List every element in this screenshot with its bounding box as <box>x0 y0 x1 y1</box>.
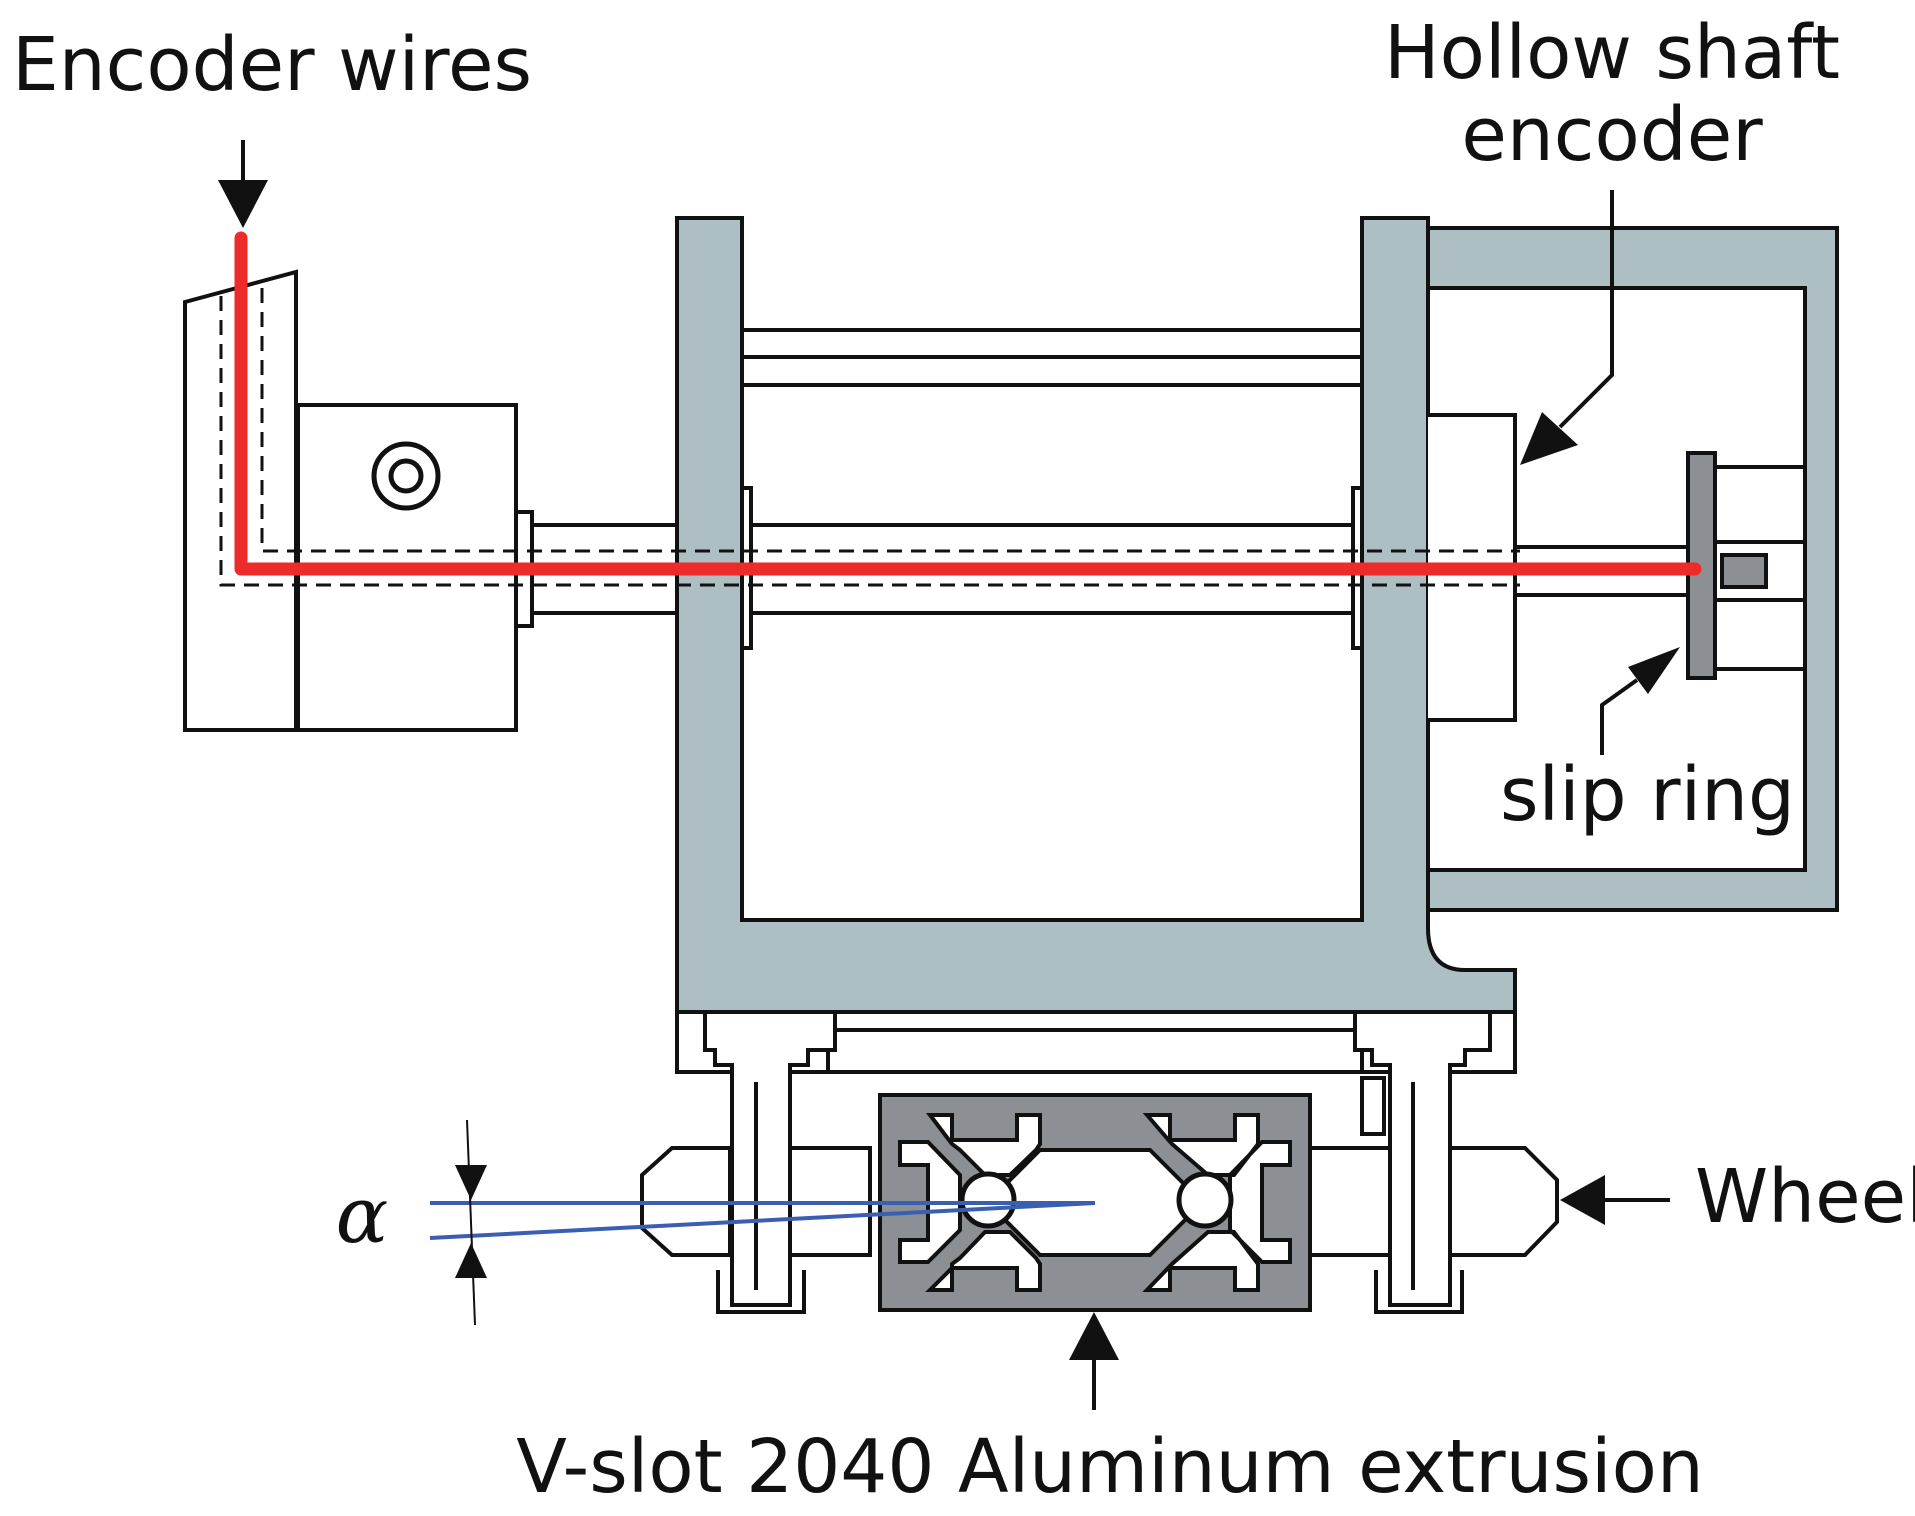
slip-ring <box>1686 451 1807 680</box>
t-nut-right <box>1353 1010 1492 1314</box>
angle-alpha-label: α <box>336 1171 389 1261</box>
encoder-wire <box>234 231 1702 576</box>
motor-bolt-icon <box>371 441 441 511</box>
encoder-wires-arrow <box>218 140 268 228</box>
hollow-shaft-encoder-label-line2: encoder <box>1461 92 1763 178</box>
encoder-wires-label: Encoder wires <box>12 22 532 108</box>
hollow-shaft-encoder-label-line1: Hollow shaft <box>1384 10 1840 96</box>
t-nut-left <box>703 1010 837 1314</box>
slip-ring-callout-arrow <box>1600 647 1680 755</box>
upper-rail <box>738 328 1364 387</box>
wheel-callout-arrow <box>1560 1175 1670 1225</box>
wheel-right <box>1298 1146 1559 1257</box>
wheel-label: Wheel <box>1695 1154 1915 1240</box>
slip-ring-label: slip ring <box>1500 752 1795 838</box>
angle-indicator <box>429 1119 1096 1326</box>
wire-channel <box>219 288 1520 587</box>
encoder-callout-arrow <box>1520 190 1614 465</box>
extrusion-callout-arrow <box>1069 1312 1119 1410</box>
extrusion-label: V-slot 2040 Aluminum extrusion <box>516 1424 1704 1510</box>
